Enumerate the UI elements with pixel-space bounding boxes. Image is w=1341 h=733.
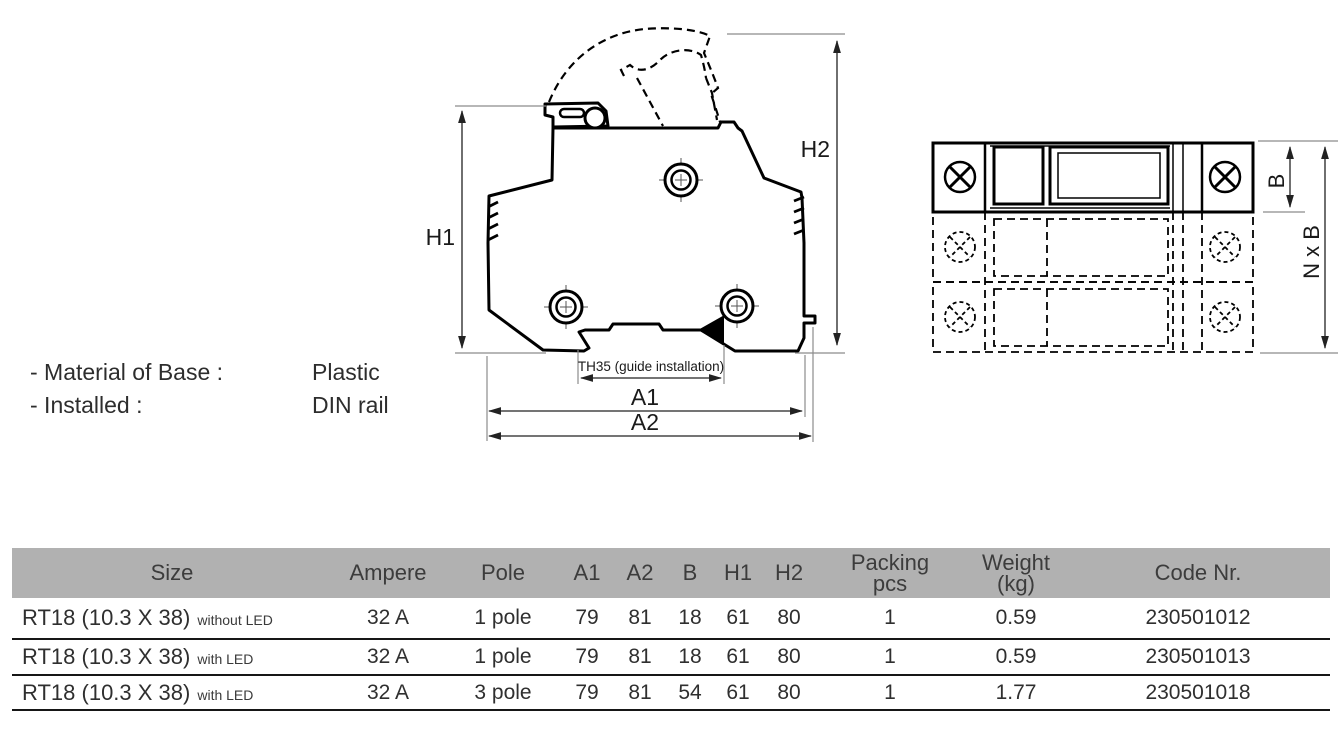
cell-ampere: 32 A bbox=[366, 680, 410, 704]
dim-label-a2: A2 bbox=[631, 409, 659, 435]
cell-code: 230501012 bbox=[1145, 606, 1251, 629]
dim-label-th35: TH35 (guide installation) bbox=[578, 359, 724, 374]
carrier-handle bbox=[992, 145, 1045, 206]
cell-size: RT18 (10.3 X 38) with LED bbox=[22, 644, 254, 669]
col-header-ampere: Ampere bbox=[349, 560, 427, 585]
front-view-drawing: H1 H2 A1 A2 TH35 (guide installation) bbox=[426, 27, 845, 442]
cell-size: RT18 (10.3 X 38) with LED bbox=[22, 679, 254, 705]
table-row: RT18 (10.3 X 38) with LED 32 A 3 pole 79… bbox=[12, 676, 1330, 711]
dim-label-b: B bbox=[1264, 174, 1289, 189]
dim-label-h2: H2 bbox=[801, 136, 830, 162]
screw-terminal-top bbox=[659, 158, 703, 202]
col-header-size: Size bbox=[150, 560, 194, 585]
col-header-weight: Weight (kg) bbox=[981, 550, 1051, 596]
top-view-dashed-screws bbox=[944, 231, 1241, 333]
cell-b: 18 bbox=[678, 645, 702, 668]
cell-weight: 1.77 bbox=[995, 680, 1037, 704]
cell-h2: 80 bbox=[777, 680, 801, 704]
size-note: with LED bbox=[197, 686, 254, 703]
dimension-lines-front bbox=[458, 39, 841, 440]
fuse-holder-body-outline bbox=[486, 120, 817, 353]
col-header-a2: A2 bbox=[626, 560, 654, 585]
info-row-installed: - Installed : DIN rail bbox=[30, 389, 389, 422]
dim-label-a1: A1 bbox=[631, 384, 659, 410]
cell-a2: 81 bbox=[628, 606, 652, 629]
technical-drawings: H1 H2 A1 A2 TH35 (guide installation) bbox=[426, 27, 1338, 442]
screw-terminal-bottom-left bbox=[544, 285, 588, 329]
product-info-block: - Material of Base : Plastic - Installed… bbox=[30, 356, 389, 422]
cell-weight: 0.59 bbox=[995, 645, 1037, 668]
info-label-installed: - Installed : bbox=[30, 392, 143, 418]
cell-a2: 81 bbox=[628, 680, 652, 704]
cell-size: RT18 (10.3 X 38) without LED bbox=[22, 605, 273, 630]
cell-h2: 80 bbox=[777, 645, 801, 668]
col-header-code: Code Nr. bbox=[1154, 560, 1242, 585]
info-value-material: Plastic bbox=[312, 359, 380, 385]
top-view-solid-module bbox=[931, 141, 1255, 214]
rail-clip-wedge bbox=[697, 315, 724, 345]
extension-lines-top-view bbox=[1258, 140, 1338, 354]
cell-a1: 79 bbox=[575, 606, 599, 629]
lever-pivot-circle bbox=[583, 106, 607, 130]
grip-ridges-left bbox=[487, 200, 499, 242]
cell-h1: 61 bbox=[726, 645, 750, 668]
size-note: with LED bbox=[197, 651, 254, 667]
screw-terminal-bottom-right bbox=[715, 284, 759, 328]
table-row: RT18 (10.3 X 38) without LED 32 A 1 pole… bbox=[12, 598, 1330, 640]
cell-packing: 1 bbox=[884, 645, 896, 668]
cell-a1: 79 bbox=[575, 645, 599, 668]
info-value-installed: DIN rail bbox=[312, 392, 389, 418]
info-row-material: - Material of Base : Plastic bbox=[30, 356, 389, 389]
col-header-h1: H1 bbox=[723, 560, 753, 585]
fuse-carrier-open-dashed bbox=[547, 27, 722, 127]
grip-ridges-right bbox=[793, 195, 805, 236]
cell-h2: 80 bbox=[777, 606, 801, 629]
size-note: without LED bbox=[197, 612, 273, 628]
cell-h1: 61 bbox=[726, 606, 750, 629]
extension-lines-front bbox=[455, 33, 845, 442]
fuse-window bbox=[1048, 145, 1170, 206]
cell-b: 54 bbox=[678, 680, 702, 704]
cell-pole: 3 pole bbox=[474, 680, 532, 704]
latch bbox=[543, 101, 610, 130]
info-label-material: - Material of Base : bbox=[30, 359, 224, 385]
latch-slot bbox=[558, 107, 586, 119]
col-header-b: B bbox=[682, 560, 698, 585]
cell-pole: 1 pole bbox=[474, 606, 532, 629]
col-header-a1: A1 bbox=[573, 560, 601, 585]
top-view-dashed-modules bbox=[932, 211, 1254, 353]
dimension-lines-top-view bbox=[1286, 145, 1329, 350]
col-header-h2: H2 bbox=[774, 560, 804, 585]
cell-code: 230501018 bbox=[1145, 680, 1251, 704]
top-view-drawing: B N x B bbox=[931, 140, 1338, 354]
cell-packing: 1 bbox=[884, 680, 896, 704]
top-view-screw-right bbox=[1208, 160, 1242, 194]
cell-code: 230501013 bbox=[1145, 645, 1251, 668]
cell-ampere: 32 A bbox=[366, 645, 410, 668]
cell-h1: 61 bbox=[726, 680, 750, 704]
specification-table: Size Ampere Pole A1 A2 B H1 H2 Packing p… bbox=[12, 548, 1330, 711]
cell-b: 18 bbox=[678, 606, 702, 629]
col-header-packing: Packing pcs bbox=[850, 550, 930, 596]
dim-label-h1: H1 bbox=[426, 224, 455, 250]
cell-a1: 79 bbox=[575, 680, 599, 704]
cell-a2: 81 bbox=[628, 645, 652, 668]
col-header-pole: Pole bbox=[480, 560, 526, 585]
top-view-screw-left bbox=[943, 160, 977, 194]
dim-label-nxb: N x B bbox=[1299, 225, 1324, 279]
cell-weight: 0.59 bbox=[995, 606, 1037, 629]
cell-ampere: 32 A bbox=[366, 606, 410, 629]
cell-packing: 1 bbox=[884, 606, 896, 629]
table-header-row: Size Ampere Pole A1 A2 B H1 H2 Packing p… bbox=[12, 548, 1330, 598]
cell-pole: 1 pole bbox=[474, 645, 532, 668]
table-row: RT18 (10.3 X 38) with LED 32 A 1 pole 79… bbox=[12, 640, 1330, 676]
